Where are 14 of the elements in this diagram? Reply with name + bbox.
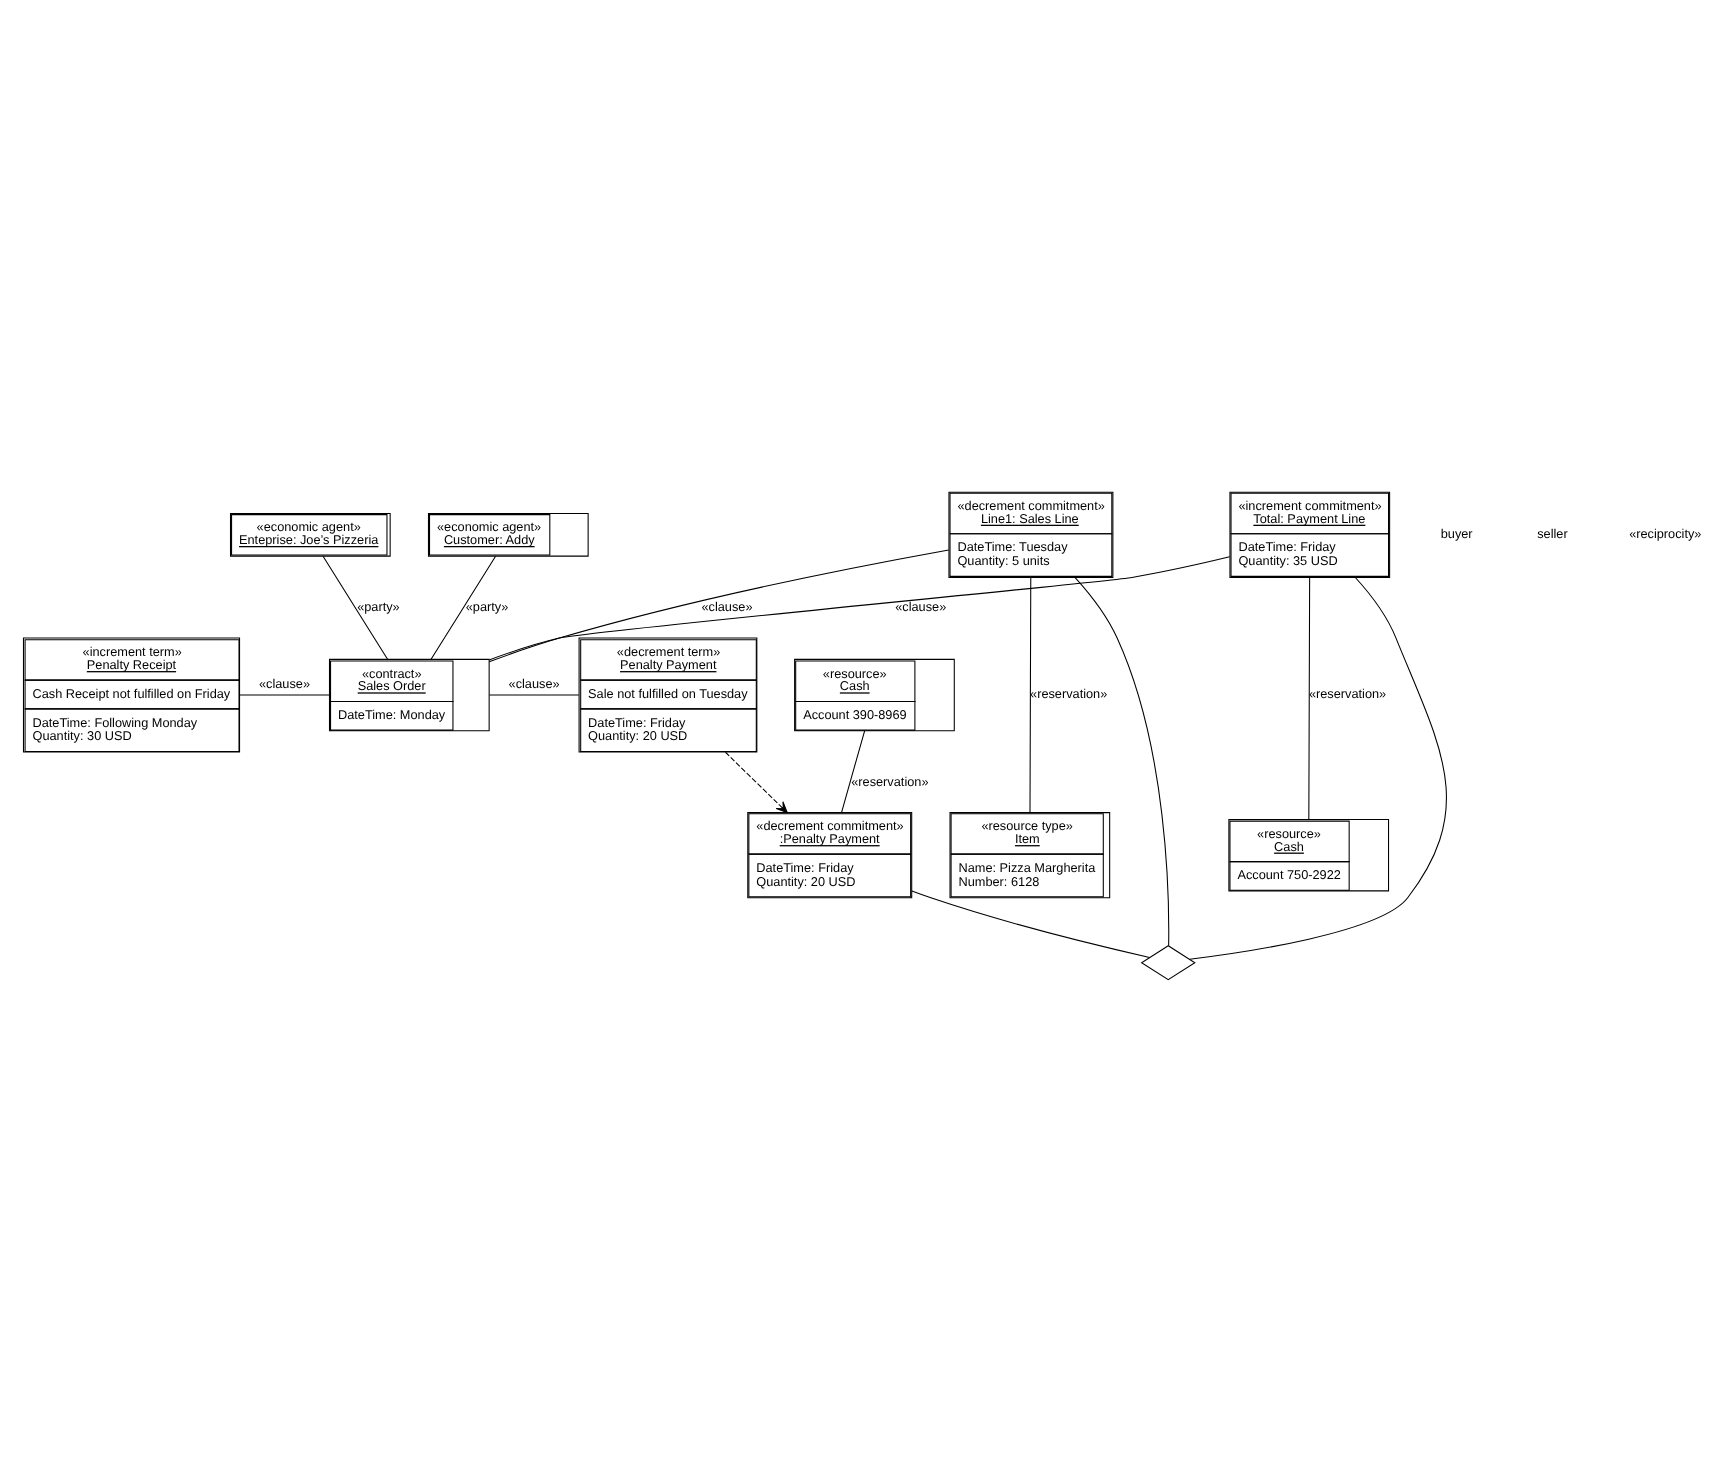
connector [239,693,330,695]
connector [1189,576,1447,959]
connector [1074,575,1170,946]
node-diamond [1140,944,1196,980]
connector [488,555,1231,660]
connector [911,889,1151,957]
connector [322,554,389,659]
connector [488,693,580,695]
arrow [724,750,788,813]
connector [1029,575,1032,813]
connector [841,729,866,813]
connector [488,548,950,662]
connector [1308,575,1311,819]
connector [430,554,497,659]
